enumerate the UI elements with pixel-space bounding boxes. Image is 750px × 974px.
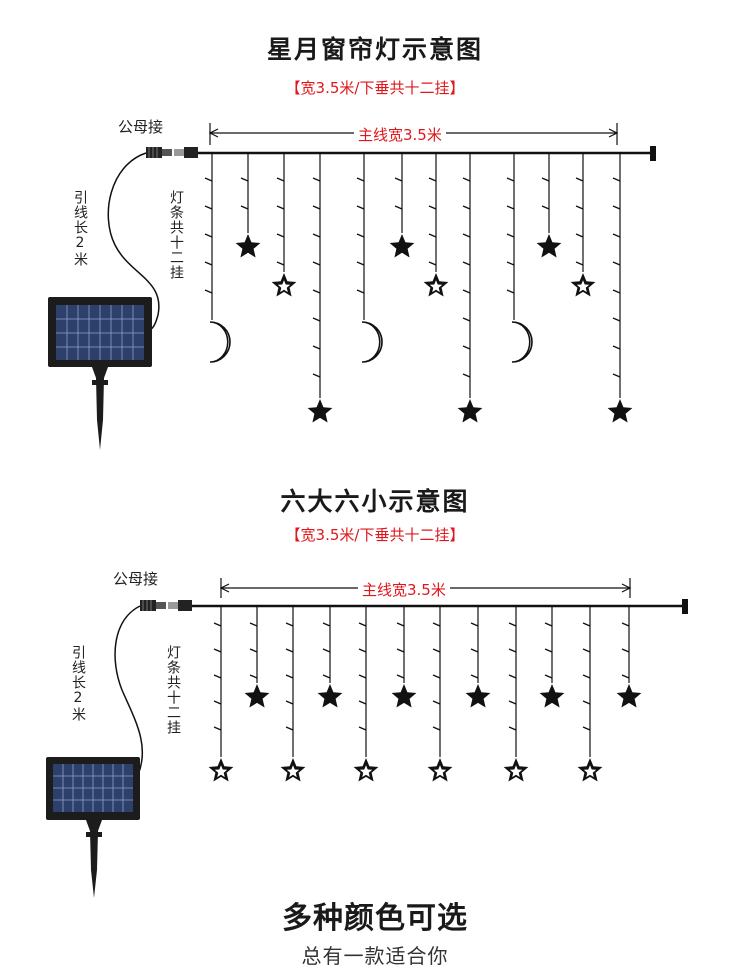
curtain-diagram-star-moon xyxy=(48,123,656,450)
light-strand xyxy=(432,606,441,757)
crescent-moon-icon xyxy=(209,321,231,363)
star-icon xyxy=(317,684,343,708)
wire-end-cap xyxy=(682,599,688,614)
hollow-star-icon xyxy=(570,273,596,297)
star-icon xyxy=(536,234,562,258)
section1-lead-label: 引线长2米 xyxy=(72,190,88,267)
light-strand xyxy=(396,606,405,683)
section2-main-line-label: 主线宽3.5米 xyxy=(358,579,450,600)
crescent-moon-icon xyxy=(511,321,533,363)
star-icon xyxy=(389,234,415,258)
hollow-star-icon xyxy=(577,758,603,782)
light-strand xyxy=(544,606,553,683)
hollow-star-icon xyxy=(271,273,297,297)
section2-subtitle: 【宽3.5米/下垂共十二挂】 xyxy=(285,526,465,544)
hollow-star-icon xyxy=(427,758,453,782)
light-strand xyxy=(358,606,367,757)
star-icon xyxy=(607,399,633,423)
hollow-star-icon xyxy=(208,758,234,782)
lead-wire xyxy=(107,152,160,331)
light-strand xyxy=(249,606,258,683)
hollow-star-icon xyxy=(353,758,379,782)
hollow-star-icon xyxy=(423,273,449,297)
footer-subtitle: 总有一款适合你 xyxy=(301,944,449,968)
connector-plug-icon xyxy=(140,600,192,611)
light-strand xyxy=(506,153,515,320)
light-strand xyxy=(240,153,249,233)
star-icon xyxy=(465,684,491,708)
light-strand xyxy=(541,153,550,233)
section1-subtitle: 【宽3.5米/下垂共十二挂】 xyxy=(285,79,465,97)
solar-panel-icon xyxy=(46,757,140,898)
light-strand xyxy=(508,606,517,757)
light-strand xyxy=(285,606,294,757)
section1-main-line-label: 主线宽3.5米 xyxy=(354,124,446,145)
section1-title: 星月窗帘灯示意图 xyxy=(266,35,483,64)
hollow-star-icon xyxy=(280,758,306,782)
connector-plug-icon xyxy=(146,147,198,158)
star-icon xyxy=(391,684,417,708)
section1-connector-label: 公母接 xyxy=(118,118,164,136)
footer-title: 多种颜色可选 xyxy=(282,901,468,936)
star-icon xyxy=(235,234,261,258)
light-strand xyxy=(575,153,584,272)
section1-strands-label: 灯条共十二挂 xyxy=(168,190,184,280)
star-icon xyxy=(616,684,642,708)
section2-title: 六大六小示意图 xyxy=(280,487,470,516)
light-strand xyxy=(276,153,285,272)
light-strand xyxy=(213,606,222,757)
light-strand xyxy=(462,153,471,398)
solar-panel-icon xyxy=(48,297,152,450)
star-icon xyxy=(539,684,565,708)
section2-connector-label: 公母接 xyxy=(113,570,159,588)
light-strand xyxy=(582,606,591,757)
crescent-moon-icon xyxy=(361,321,383,363)
light-strand xyxy=(204,153,213,320)
light-strand xyxy=(470,606,479,683)
light-strand xyxy=(356,153,365,320)
star-icon xyxy=(307,399,333,423)
light-strand xyxy=(394,153,403,233)
light-strand xyxy=(612,153,621,398)
light-strand xyxy=(621,606,630,683)
light-strand xyxy=(312,153,321,398)
hollow-star-icon xyxy=(503,758,529,782)
star-icon xyxy=(457,399,483,423)
light-strand xyxy=(428,153,437,272)
light-strand xyxy=(322,606,331,683)
section2-lead-label: 引线长2米 xyxy=(70,645,86,722)
wire-end-cap xyxy=(650,146,656,161)
lead-wire xyxy=(114,605,144,776)
star-icon xyxy=(244,684,270,708)
section2-strands-label: 灯条共十二挂 xyxy=(165,645,181,735)
